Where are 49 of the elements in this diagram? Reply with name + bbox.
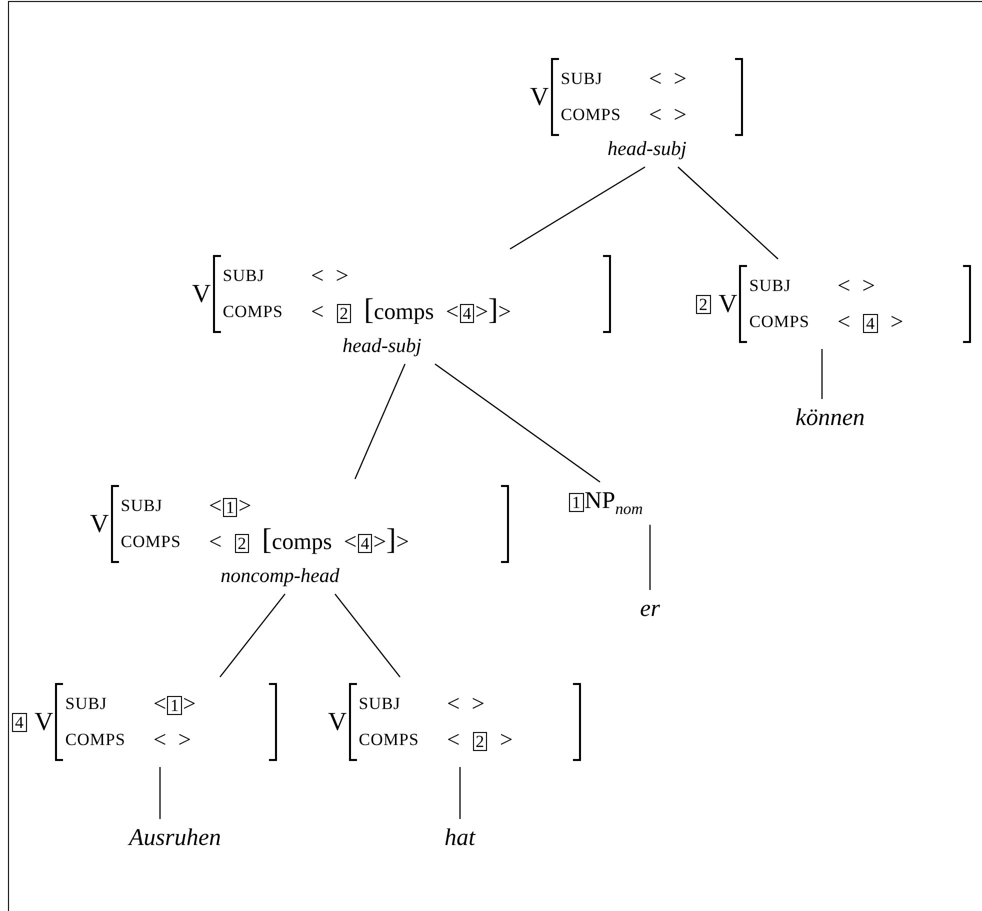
feature-value: < 2 > — [446, 727, 514, 753]
tree-branch — [354, 364, 406, 480]
feature-name: SUBJ — [749, 276, 792, 296]
feature-value: <1> — [153, 691, 197, 717]
feature-value: < 2 [comps <4>]> — [310, 299, 512, 325]
word: hat — [444, 825, 476, 852]
feature-name: COMPS — [65, 730, 126, 750]
word: er — [640, 596, 660, 623]
tree-branch — [459, 767, 461, 819]
feature-name: SUBJ — [560, 69, 604, 89]
feature-name: COMPS — [358, 730, 420, 750]
feature-name: SUBJ — [222, 266, 266, 286]
feature-value: < > — [837, 273, 876, 299]
coindex-tag: 2 — [696, 294, 710, 314]
tree-branch — [159, 767, 161, 819]
tree-branch — [434, 364, 600, 482]
feature-name: COMPS — [560, 105, 622, 125]
category-label: V — [530, 82, 549, 112]
category-label: V — [192, 279, 211, 309]
tree-branch — [649, 524, 651, 590]
feature-name: SUBJ — [120, 496, 164, 516]
tree-branch — [220, 594, 286, 678]
feature-value: < > — [153, 727, 192, 753]
word: können — [796, 405, 865, 432]
feature-name: COMPS — [749, 312, 810, 332]
feature-name: COMPS — [222, 302, 284, 322]
tree-branch — [821, 349, 823, 399]
tree-branch — [678, 166, 778, 260]
feature-value: < > — [648, 66, 688, 92]
type-label: head-subj — [342, 335, 422, 358]
category-label: V — [90, 509, 109, 539]
category-label: V — [718, 289, 738, 319]
tree-branch — [510, 166, 646, 250]
category-label: V — [34, 707, 54, 737]
feature-value: < 2 [comps <4>]> — [208, 529, 410, 555]
type-label: noncomp-head — [220, 565, 340, 588]
feature-value: <1> — [208, 493, 252, 519]
category-label: V — [328, 707, 347, 737]
feature-value: < > — [310, 263, 350, 289]
coindex-tag: 4 — [12, 712, 26, 732]
feature-name: SUBJ — [358, 694, 402, 714]
feature-value: < > — [648, 102, 688, 128]
tree-branch — [334, 594, 400, 678]
feature-name: SUBJ — [65, 694, 108, 714]
feature-name: COMPS — [120, 532, 182, 552]
feature-value: < 4 > — [837, 309, 904, 335]
word: Ausruhen — [129, 825, 221, 852]
feature-value: < > — [446, 691, 486, 717]
type-label: head-subj — [606, 138, 688, 161]
